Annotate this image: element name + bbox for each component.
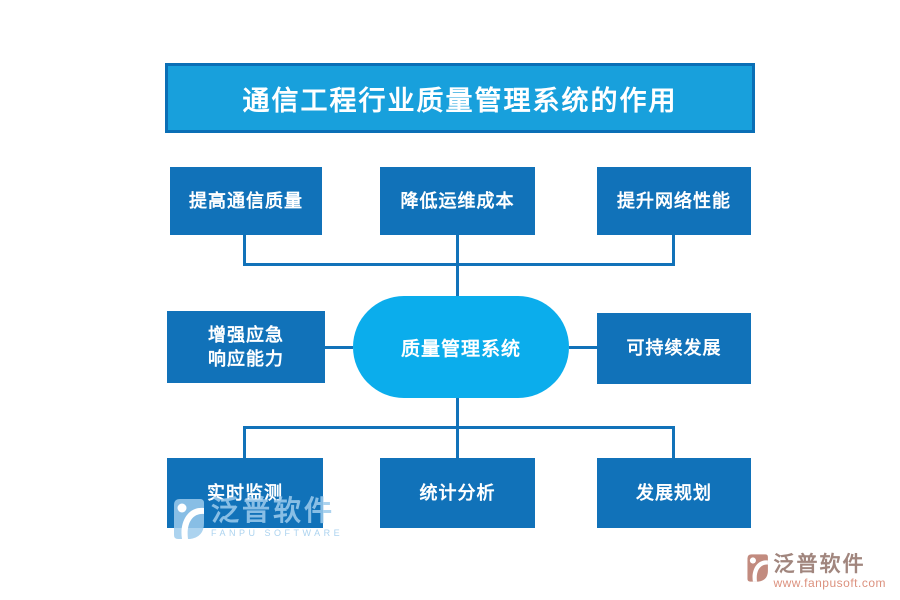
connector-line xyxy=(569,346,597,349)
node-improve-communication-quality: 提高通信质量 xyxy=(170,167,322,235)
node-label: 可持续发展 xyxy=(626,338,722,359)
diagram-title: 通信工程行业质量管理系统的作用 xyxy=(165,63,755,133)
node-label: 发展规划 xyxy=(636,482,712,503)
connector-line xyxy=(325,346,353,349)
node-label: 统计分析 xyxy=(419,482,496,503)
connector-line xyxy=(456,398,459,428)
node-statistical-analysis: 统计分析 xyxy=(380,458,535,528)
brand-url-link[interactable]: www.fanpusoft.com xyxy=(773,576,886,590)
brand-name: 泛普软件 xyxy=(773,551,866,576)
node-realtime-monitoring: 实时监测 xyxy=(167,458,323,528)
node-label: 降低运维成本 xyxy=(400,190,515,211)
node-development-planning: 发展规划 xyxy=(597,458,751,528)
node-label: 提高通信质量 xyxy=(189,190,303,211)
node-emergency-response: 增强应急 响应能力 xyxy=(167,311,325,383)
node-label: 实时监测 xyxy=(207,482,283,503)
node-enhance-network-performance: 提升网络性能 xyxy=(597,167,751,235)
node-quality-management-system: 质量管理系统 xyxy=(353,296,569,398)
connector-line xyxy=(672,428,675,458)
connector-line xyxy=(243,263,675,266)
connector-line xyxy=(243,428,246,458)
node-label-line1: 增强应急 xyxy=(208,324,284,345)
watermark-subtitle: FANPU SOFTWARE xyxy=(211,527,344,538)
connector-line xyxy=(243,426,675,429)
brand-block: 泛普软件 www.fanpusoft.com xyxy=(744,551,886,590)
node-sustainable-development: 可持续发展 xyxy=(597,313,751,384)
node-label-line2: 响应能力 xyxy=(208,349,284,369)
connector-line xyxy=(243,235,246,265)
connector-line xyxy=(672,235,675,265)
connector-line xyxy=(456,428,459,458)
node-label: 提升网络性能 xyxy=(617,190,731,211)
node-label: 质量管理系统 xyxy=(400,338,521,360)
fanpu-logo-icon xyxy=(744,553,770,588)
node-reduce-operation-cost: 降低运维成本 xyxy=(380,167,535,235)
